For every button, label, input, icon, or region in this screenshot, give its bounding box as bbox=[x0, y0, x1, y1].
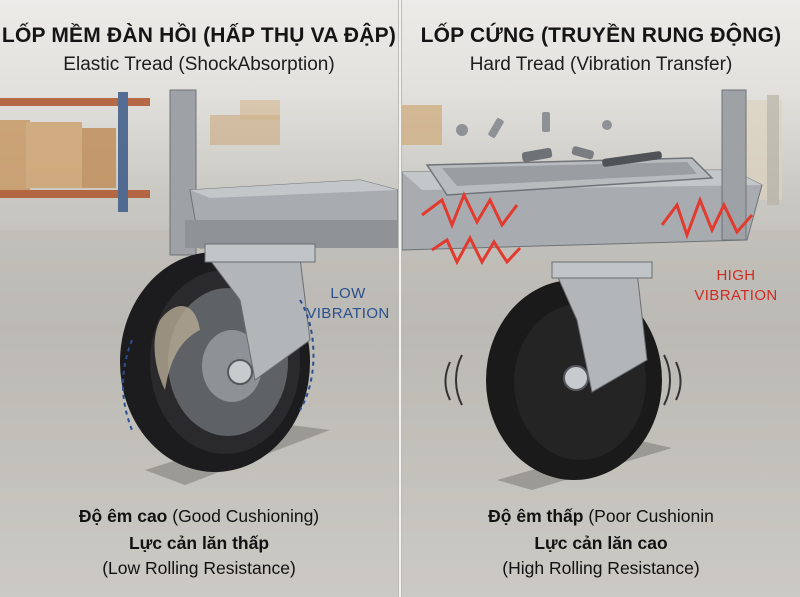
left-caption1-rest: (Good Cushioning) bbox=[167, 506, 320, 526]
cart-frame bbox=[169, 89, 398, 256]
right-caption-resistance: Lực cản lăn cao bbox=[402, 533, 800, 554]
left-caption-resistance: Lực cản lăn thấp bbox=[0, 533, 398, 554]
caster-fork bbox=[551, 261, 653, 393]
left-caption-cushioning: Độ êm cao (Good Cushioning) bbox=[0, 506, 398, 527]
high-vibration-line2: VIBRATION bbox=[694, 287, 778, 304]
low-vibration-line2: VIBRATION bbox=[306, 305, 390, 322]
hard-caster-illustration bbox=[402, 89, 800, 597]
left-subtitle: Elastic Tread (ShockAbsorption) bbox=[63, 54, 335, 75]
right-caption1-rest: (Poor Cushionin bbox=[583, 506, 714, 526]
high-vibration-line1: HIGH bbox=[716, 267, 756, 284]
left-panel-elastic-tread: LỐP MỀM ĐÀN HỒI (HẤP THỤ VA ĐẬP) Elastic… bbox=[0, 0, 398, 597]
low-vibration-label: LOW VIBRATION bbox=[298, 284, 398, 324]
parts-tray bbox=[425, 112, 714, 196]
left-caption1-bold: Độ êm cao bbox=[78, 506, 168, 526]
panel-divider bbox=[398, 0, 402, 597]
low-vibration-line1: LOW bbox=[330, 285, 366, 302]
right-caption-cushioning: Độ êm thấp (Poor Cushionin bbox=[402, 506, 800, 527]
right-subtitle: Hard Tread (Vibration Transfer) bbox=[469, 54, 733, 75]
right-caption-resistance-en: (High Rolling Resistance) bbox=[502, 558, 700, 578]
elastic-caster-illustration bbox=[0, 89, 398, 597]
right-title: LỐP CỨNG (TRUYỀN RUNG ĐỘNG) bbox=[420, 24, 782, 47]
warehouse-shelf bbox=[0, 92, 280, 212]
caster-fork bbox=[204, 243, 316, 381]
left-caption2-bold: Lực cản lăn thấp bbox=[128, 533, 270, 553]
right-caption2-bold: Lực cản lăn cao bbox=[534, 533, 668, 553]
left-caption-resistance-en: (Low Rolling Resistance) bbox=[102, 558, 296, 578]
right-panel-hard-tread: LỐP CỨNG (TRUYỀN RUNG ĐỘNG) Hard Tread (… bbox=[402, 0, 800, 597]
high-vibration-label: HIGH VIBRATION bbox=[686, 266, 786, 306]
right-caption1-bold: Độ êm thấp bbox=[488, 506, 584, 526]
left-title: LỐP MỀM ĐÀN HỒI (HẤP THỤ VA ĐẬP) bbox=[1, 24, 397, 47]
